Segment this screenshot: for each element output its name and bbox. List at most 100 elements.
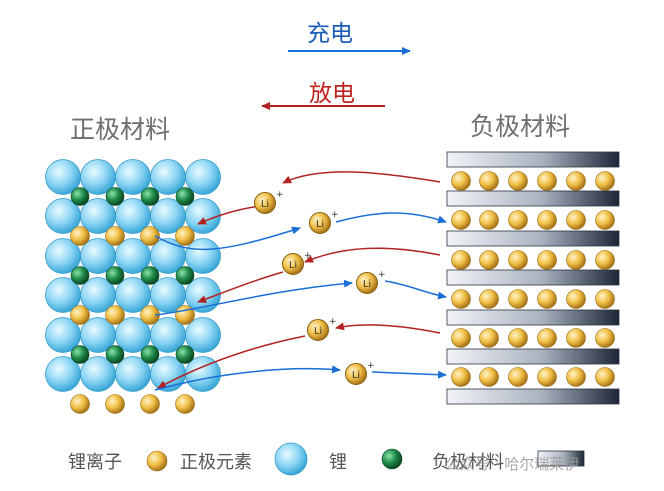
anode-lithium-ion (451, 210, 471, 230)
li-ion-charge: + (378, 270, 386, 280)
cathode-label: 正极材料 (70, 115, 171, 144)
charge-path-arrow (154, 365, 341, 391)
discharge-path-arrow (197, 271, 284, 303)
anode-lithium-ion (479, 171, 499, 191)
legend-cathode-element-label: 正极元素 (180, 452, 252, 473)
legend-lithium-label: 锂 (329, 452, 347, 473)
lithium-ion-sphere (140, 394, 160, 414)
lithium-sphere (140, 345, 160, 364)
anode-lithium-ion (566, 367, 586, 387)
legend-lithium-ion-label: 锂离子 (68, 452, 122, 473)
anode-lithium-ion (479, 328, 499, 348)
li-ion-circle (307, 319, 329, 341)
discharge-path-arrow (335, 322, 441, 334)
anode-plate (446, 190, 620, 207)
lithium-sphere (105, 345, 125, 364)
lithium-sphere (105, 187, 125, 206)
lithium-ion-sphere (175, 394, 195, 414)
anode-lithium-ion (508, 210, 528, 230)
anode-lithium-ion (595, 250, 615, 270)
anode-lithium-ion (508, 250, 528, 270)
charge-path-arrow (154, 279, 353, 316)
legend-lithium-icon (381, 448, 403, 470)
anode-lithium-ion (479, 367, 499, 387)
discharge-path-arrow (282, 171, 441, 184)
anode-plate (446, 309, 620, 326)
anode-lithium-ion (595, 210, 615, 230)
ion-paths (154, 171, 447, 391)
anode-lithium-ion (451, 171, 471, 191)
anode-label: 负极材料 (470, 112, 571, 141)
discharge-path-arrow (304, 247, 441, 263)
li-ion-charge: + (329, 317, 337, 327)
anode-lithium-ion (451, 250, 471, 270)
anode-lithium-ion (537, 367, 557, 387)
lithium-ion-sphere (70, 305, 90, 325)
anode-lithium-ion (479, 210, 499, 230)
charge-path-arrow (371, 370, 447, 379)
anode-lithium-ion (595, 328, 615, 348)
anode-lithium-ion (595, 289, 615, 309)
lithium-ion-sphere (105, 305, 125, 325)
li-ion-circle (254, 192, 276, 214)
anode-lithium-ion (595, 367, 615, 387)
li-ion-symbol: Li (289, 260, 297, 271)
legend-lithium-ion-icon (146, 450, 168, 472)
lithium-sphere (70, 187, 90, 206)
li-ion-charge: + (304, 251, 312, 261)
legend (146, 442, 585, 476)
lithium-sphere (175, 187, 195, 206)
anode-lithium-ion (537, 250, 557, 270)
li-ion-symbol: Li (316, 219, 324, 230)
anode-lithium-ion (451, 367, 471, 387)
anode-plate (446, 388, 620, 405)
charge-path-arrow (154, 226, 301, 251)
li-ion-particle: Li+ (254, 190, 284, 214)
anode-lithium-ion (537, 328, 557, 348)
anode-lithium-ion (508, 328, 528, 348)
legend-cathode-element-icon (274, 442, 308, 476)
anode-plate (446, 230, 620, 247)
cathode-element-sphere (185, 159, 221, 195)
lithium-sphere (175, 345, 195, 364)
lithium-sphere (140, 187, 160, 206)
lithium-sphere (105, 266, 125, 285)
anode-plate (446, 269, 620, 286)
anode-lithium-ion (566, 289, 586, 309)
lithium-sphere (70, 345, 90, 364)
anode-lithium-ion (566, 328, 586, 348)
cathode-lattice (45, 159, 221, 414)
lithium-ion-sphere (70, 394, 90, 414)
watermark: 公众号 · 哈尔瑞莱伊 (445, 455, 580, 473)
cathode-element-sphere (185, 238, 221, 274)
anode-lithium-ion (537, 171, 557, 191)
anode-lithium-ion (537, 289, 557, 309)
lithium-ion-sphere (175, 226, 195, 246)
li-ion-particle: Li+ (307, 317, 337, 341)
discharge-label: 放电 (309, 81, 355, 107)
lithium-ion-sphere (105, 394, 125, 414)
li-ion-particle: Li+ (345, 361, 375, 385)
anode-lithium-ion (508, 367, 528, 387)
anode-plate (446, 348, 620, 365)
lithium-sphere (175, 266, 195, 285)
li-ion-symbol: Li (363, 279, 371, 290)
lithium-sphere (140, 266, 160, 285)
anode-lithium-ion (479, 289, 499, 309)
floating-ions: Li+Li+Li+Li+Li+Li+ (254, 190, 386, 385)
lithium-ion-sphere (140, 226, 160, 246)
li-ion-charge: + (276, 190, 284, 200)
li-ion-circle (309, 212, 331, 234)
lithium-ion-sphere (70, 226, 90, 246)
anode-lithium-ion (479, 250, 499, 270)
li-ion-charge: + (331, 210, 339, 220)
lithium-sphere (70, 266, 90, 285)
anode-lithium-ion (508, 171, 528, 191)
anode-lithium-ion (566, 171, 586, 191)
legend-anode-material-icon (537, 450, 585, 467)
anode-lithium-ion (595, 171, 615, 191)
charge-path-arrow (384, 280, 447, 300)
anode-lithium-ion (451, 328, 471, 348)
anode-plate (446, 151, 620, 168)
